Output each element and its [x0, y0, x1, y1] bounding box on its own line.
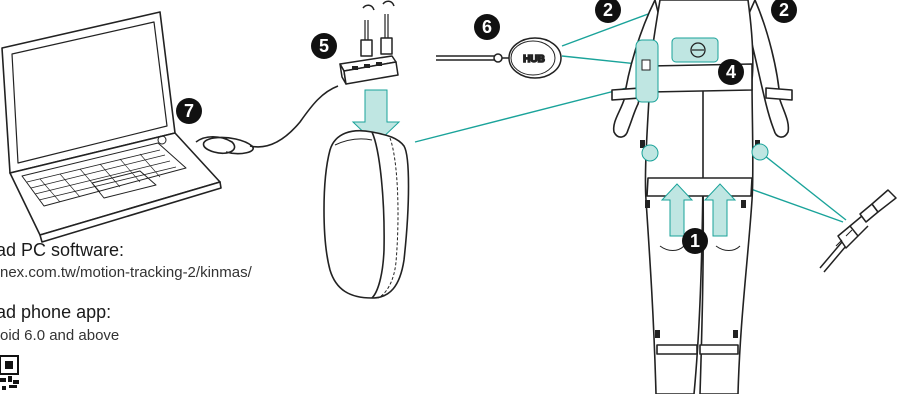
- pc-software-title: ad PC software:: [0, 240, 124, 261]
- step-2-left-badge: 2: [595, 0, 621, 23]
- storage-bag-icon: [324, 131, 409, 298]
- laptop-icon: [2, 12, 221, 242]
- phone-app-title: ad phone app:: [0, 302, 111, 323]
- step-1-badge: 1: [682, 228, 708, 254]
- usb-cable: [196, 86, 338, 154]
- step-5-badge: 5: [311, 33, 337, 59]
- step-2-right-label: 2: [779, 0, 789, 20]
- step-6-label: 6: [482, 17, 492, 37]
- usb-hub-icon: [340, 1, 398, 84]
- step-7-label: 7: [184, 101, 194, 121]
- step-1-label: 1: [690, 231, 700, 251]
- step-2-left-label: 2: [603, 0, 613, 20]
- phone-app-requirement: oid 6.0 and above: [0, 327, 119, 344]
- step-2-right-badge: 2: [771, 0, 797, 23]
- step-5-label: 5: [319, 36, 329, 56]
- hub-module-icon: HUB: [436, 38, 561, 78]
- qr-code-icon: [0, 356, 19, 390]
- step-4-label: 4: [726, 62, 736, 82]
- step-4-badge: 4: [718, 59, 744, 85]
- sensor-connector-icon: [820, 190, 896, 272]
- step-7-badge: 7: [176, 98, 202, 124]
- hub-label: HUB: [523, 54, 545, 65]
- pc-software-url[interactable]: nex.com.tw/motion-tracking-2/kinmas/: [0, 264, 252, 281]
- step-6-badge: 6: [474, 14, 500, 40]
